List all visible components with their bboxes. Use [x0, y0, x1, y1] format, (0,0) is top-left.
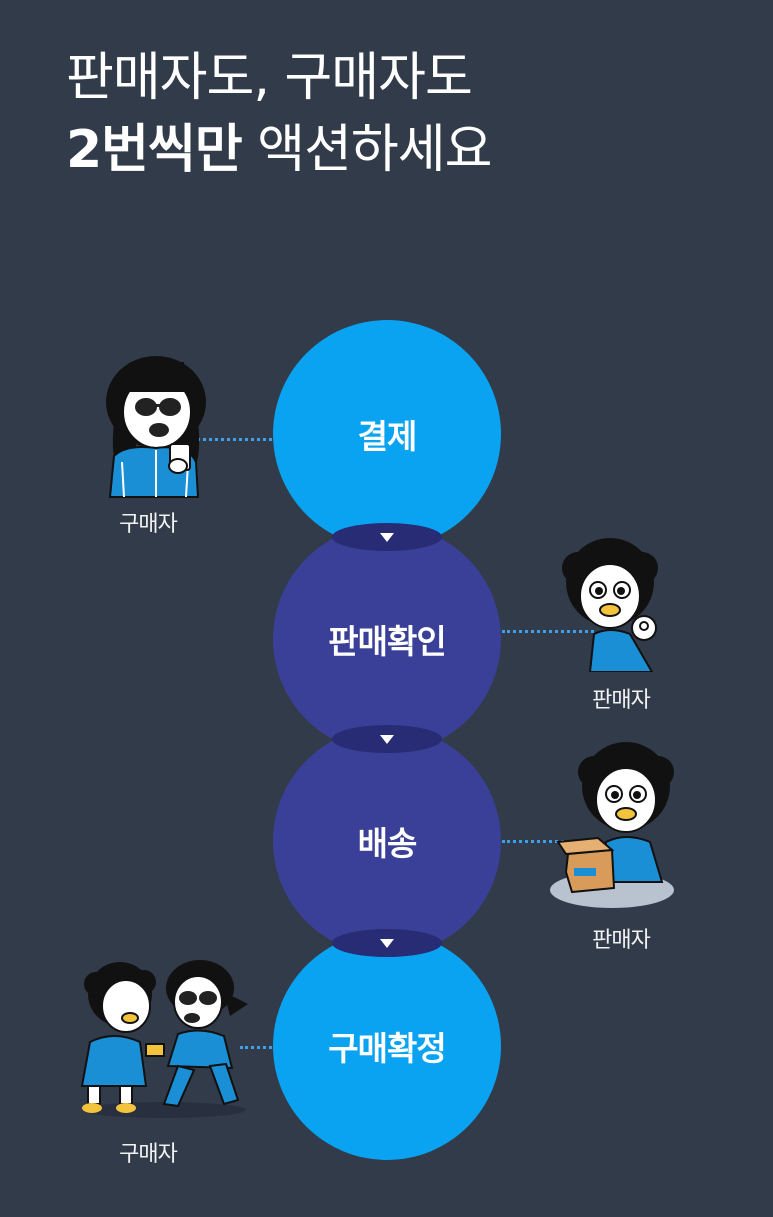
step-label: 결제 [357, 417, 418, 456]
step-label: 구매확정 [328, 1029, 446, 1068]
headline-line-2: 2번씩만 액션하세요 [66, 114, 492, 186]
headline-emphasis: 2번씩만 [66, 120, 243, 180]
headline-rest: 액션하세요 [241, 120, 492, 180]
step-label: 판매확인 [328, 622, 446, 661]
step-shipping: 배송 [273, 727, 501, 955]
step-overlap [332, 725, 442, 753]
actor-label: 구매자 [119, 512, 178, 537]
actor-label: 판매자 [592, 688, 651, 713]
down-arrow-icon [380, 532, 394, 542]
step-overlap [332, 929, 442, 957]
buyers-hug-character-icon [80, 960, 248, 1118]
buyer-character-icon [106, 356, 206, 498]
actor-label: 구매자 [119, 1142, 178, 1167]
step-purchase-confirm: 구매확정 [273, 932, 501, 1160]
connector-line [502, 840, 564, 843]
step-label: 배송 [357, 824, 418, 863]
step-overlap [332, 523, 442, 551]
connector-line [240, 1046, 272, 1049]
down-arrow-icon [380, 938, 394, 948]
actor-label: 판매자 [592, 928, 651, 953]
seller-ok-character-icon [562, 538, 658, 672]
headline: 판매자도, 구매자도 2번씩만 액션하세요 [66, 42, 492, 186]
seller-box-character-icon [550, 742, 674, 908]
headline-line-1: 판매자도, 구매자도 [66, 48, 473, 108]
down-arrow-icon [380, 734, 394, 744]
connector-line [502, 630, 594, 633]
step-seller-confirm: 판매확인 [273, 525, 501, 753]
connector-line [192, 438, 272, 441]
step-payment: 결제 [273, 320, 501, 548]
